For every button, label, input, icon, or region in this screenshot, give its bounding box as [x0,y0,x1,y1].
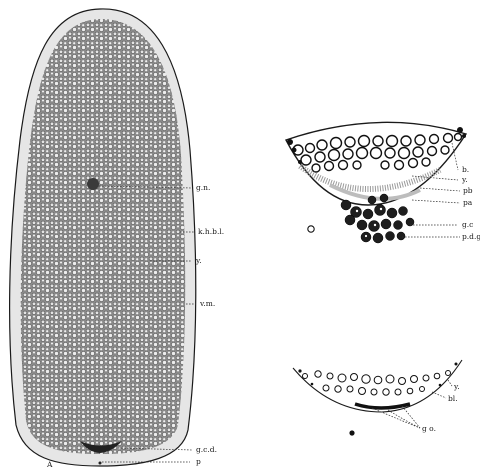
figure-a-egg: A [10,9,196,469]
pole-point [99,462,102,465]
section-b-crescent [286,122,466,205]
label-b: b. [462,165,469,174]
label-y: y. [195,256,202,265]
egg-yolk-mass [21,19,186,454]
small-cell-b [308,226,314,232]
label-pdg: p.d.g. [462,232,480,241]
figure-a-labels: g.n. k.h.b.l. y. v.m. g.c.d. p [195,183,224,466]
label-c-y: y. [453,382,460,391]
label-gc: g.c [462,220,473,229]
figure-c-section [293,359,462,436]
figure-b-labels: b. y. pb pa g.c p.d.g. [461,165,480,241]
label-bl: bl. [448,394,458,403]
label-p: p [196,457,201,466]
germinal-nucleus [87,178,99,190]
label-vm: v.m. [199,299,215,308]
label-b-y: y. [461,175,468,184]
label-khbl: k.h.b.l. [198,227,224,236]
label-pa: pa [463,198,473,207]
label-pb: pb [463,186,473,195]
figure-b-section [286,122,466,243]
label-god: g.c.d. [196,445,217,454]
label-gn: g.n. [196,183,210,192]
panel-letter-a: A [46,460,53,469]
section-c-crescent [293,359,462,412]
small-cell-c [349,430,354,435]
label-go: g o. [422,424,436,433]
